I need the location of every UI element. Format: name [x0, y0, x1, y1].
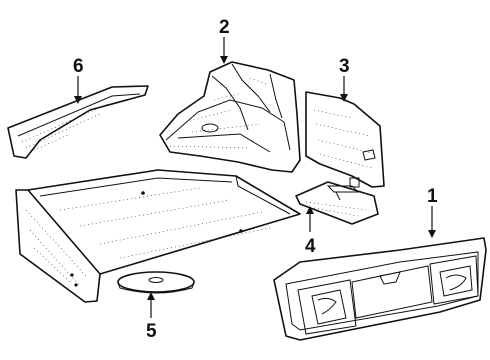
- panel-hole: [70, 273, 74, 277]
- callout-4: 4: [305, 236, 316, 257]
- leader-lines: [74, 37, 436, 318]
- rear-shelf-trim-panel: [7, 85, 149, 159]
- floor-mat-hole: [141, 191, 145, 195]
- latch-cover-panel: [295, 177, 379, 225]
- spare-tire-hold-down: [117, 271, 195, 294]
- left-lamp-opening: [297, 279, 357, 335]
- quarter-trim-panel: [305, 91, 385, 188]
- callout-6: 6: [73, 56, 84, 77]
- rear-end-panel: [273, 237, 487, 341]
- callout-3: 3: [339, 56, 350, 77]
- callout-labels: 6 2 3 4 5 1: [73, 17, 438, 342]
- panel-hole: [74, 283, 78, 287]
- callout-1: 1: [427, 186, 438, 207]
- right-lamp-opening: [429, 255, 479, 305]
- wheelhouse-trim: [159, 61, 301, 173]
- wheelhouse-dimple: [201, 123, 219, 133]
- front-side-trim-panel: [15, 189, 101, 303]
- license-plate-area: [351, 265, 433, 319]
- callout-5: 5: [146, 321, 157, 342]
- panel-cutout: [362, 149, 376, 161]
- callout-2: 2: [219, 17, 230, 38]
- floor-mat-hole: [239, 229, 243, 233]
- latch-clip: [349, 177, 360, 188]
